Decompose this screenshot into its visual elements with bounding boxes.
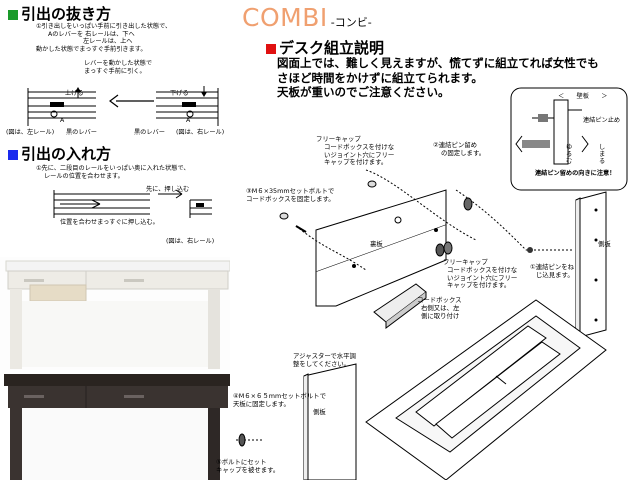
assembly-diagram — [236, 87, 628, 480]
back-panel-label: 裏板 — [370, 240, 383, 248]
black-lever-label-left: 黒のレバー — [66, 129, 97, 136]
inset-tighten-label: しまる — [599, 144, 606, 165]
down-label: 下げる — [170, 90, 189, 97]
up-label: 上げる — [65, 90, 84, 97]
insert-rail-diagram — [53, 189, 212, 218]
side-panel-label-right: 側板 — [598, 240, 611, 248]
insert-instructions: ①先に、二段目のレールをいっぱい奥に入れた状態で、 レールの位置を合わせます。 — [36, 165, 190, 180]
brand-header: COMBI-コンビ- — [242, 3, 372, 32]
inset-note: 連結ピン留めの向きに注意！ — [535, 170, 616, 177]
step5-note: ⑤ボルトにセット キャップを被せます。 — [216, 458, 280, 474]
green-square-icon — [8, 10, 18, 20]
side-panel-label-left: 側板 — [313, 408, 326, 416]
combi-logo: COMBI — [242, 3, 328, 32]
white-desk-photo — [0, 257, 230, 370]
code-box-note: コードボックス 右側又は、左 側に取り付け — [417, 296, 462, 320]
free-cap-top-note: フリーキャップ コードボックスを付けな いジョイント穴にフリー キャップを付けま… — [316, 135, 395, 167]
step3-note: ③M６×35mmセットボルトで コードボックスを固定します。 — [246, 187, 335, 203]
blue-square-icon — [8, 150, 18, 160]
lever-note: レバーを動かした状態で まっすぐ手前に引く。 — [84, 60, 153, 75]
insert-section-title: 引出の入れ方 — [8, 143, 111, 164]
assembly-title: デスク組立説明 — [266, 37, 384, 58]
inset-pin-label: 連結ピン止め — [583, 117, 621, 124]
inset-header: ＜ 壁板 ＞ — [558, 93, 608, 100]
dark-desk-photo — [0, 370, 230, 480]
insert-caption: (図は、右レール) — [166, 238, 215, 245]
left-rail-caption: (図は、左レール) — [6, 129, 55, 136]
free-cap-bottom-note: フリーキャップ コードボックスを付けな いジョイント穴にフリー キャップを付けま… — [443, 258, 518, 290]
marker-a-left: A — [60, 117, 65, 124]
right-rail-caption: (図は、右レール) — [176, 129, 225, 136]
inset-loosen-label: ゆるむ — [566, 144, 573, 165]
step1-note: ①連結ピンをね じ込見ます。 — [530, 263, 575, 279]
step4-note: ④M６×６５mmセットボルトで 天板に固定します。 — [233, 392, 326, 408]
push-first-label: 先に、押し込む — [146, 186, 190, 193]
brand-subtitle: -コンビ- — [330, 16, 372, 29]
marker-a-right: A — [186, 117, 191, 124]
red-square-icon — [266, 44, 276, 54]
black-lever-label-right: 黒のレバー — [134, 129, 165, 136]
pullout-rail-diagram — [27, 86, 219, 126]
step2-note: ②連結ピン留め の固定します。 — [433, 141, 486, 157]
pullout-section-title: 引出の抜き方 — [8, 3, 111, 24]
pullout-instructions: ①引き出しをいっぱい手前に引き出した状態で、 Aのレバーを 右レールは、下へ 左… — [36, 23, 172, 53]
adjuster-note: アジャスターで水平調 整をしてください。 — [293, 352, 356, 368]
align-label: 位置を合わせまっすぐに押し込む。 — [60, 219, 159, 226]
assembly-description: 図面上では、難しく見えますが、慌てずに組立てれば女性でも さほど時間をかけずに組… — [277, 56, 599, 99]
